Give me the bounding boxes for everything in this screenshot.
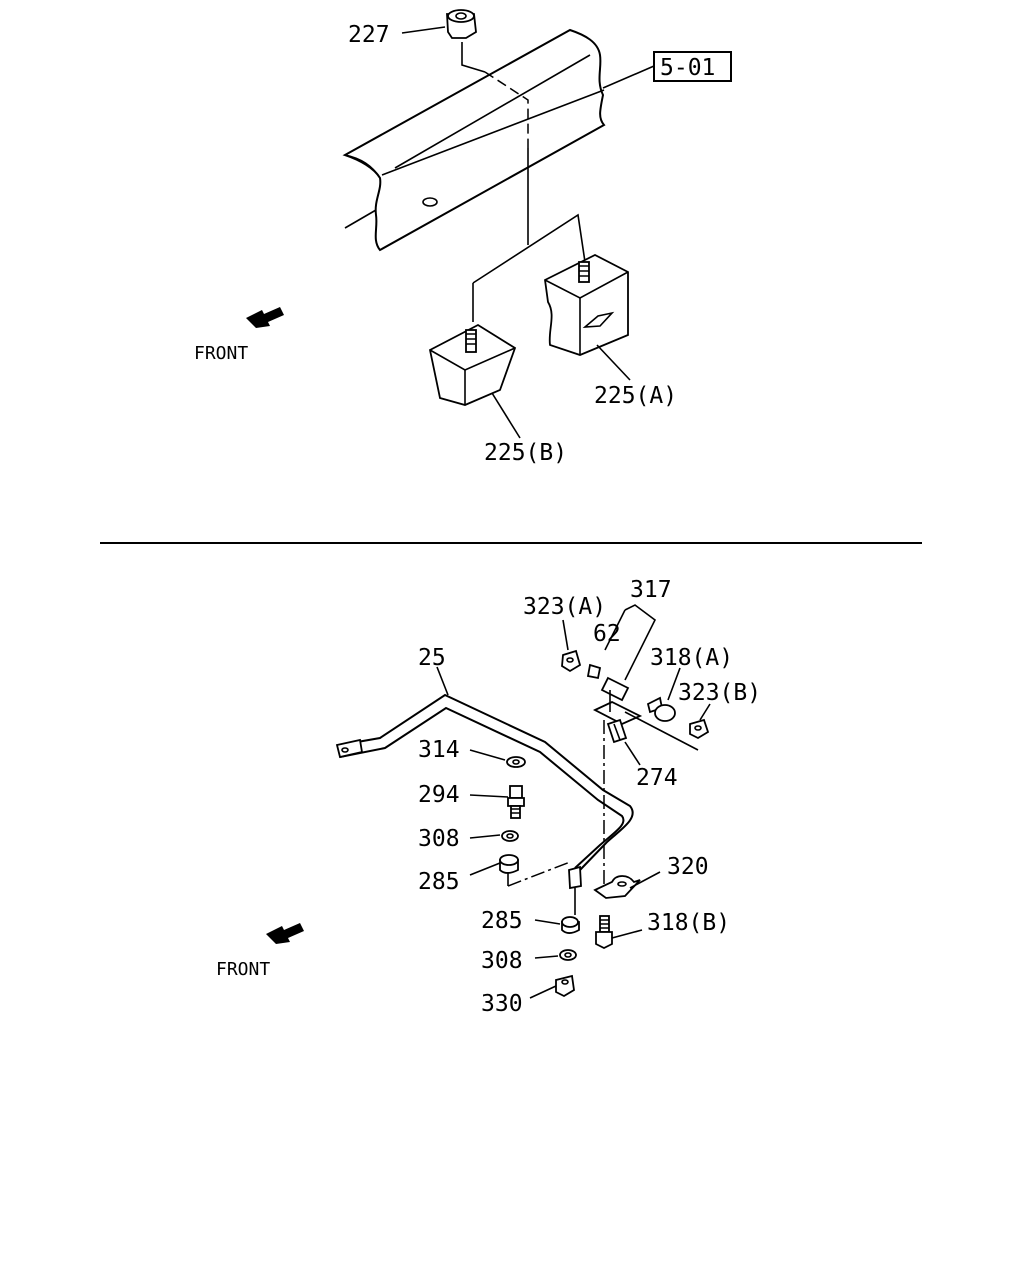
ref-box-5-01 — [653, 51, 732, 82]
leader-5-01 — [602, 65, 655, 89]
bolt-318b — [595, 915, 613, 950]
label-294: 294 — [418, 782, 460, 808]
front-arrow-icon-lower — [266, 923, 304, 944]
label-320: 320 — [667, 854, 709, 880]
leader-225b — [491, 392, 521, 439]
label-274: 274 — [636, 765, 678, 791]
label-25: 25 — [418, 645, 446, 671]
rubber-mount-225a — [544, 253, 629, 356]
nut-323b — [689, 718, 710, 740]
frame-rail — [342, 28, 606, 252]
label-5-01: 5-01 — [660, 55, 715, 81]
leader-317 — [604, 604, 657, 681]
front-label: FRONT — [194, 343, 248, 364]
label-285-lower: 285 — [481, 908, 523, 934]
label-318a: 318(A) — [650, 645, 733, 671]
label-323b: 323(B) — [678, 680, 761, 706]
label-323a: 323(A) — [523, 594, 606, 620]
label-227: 227 — [348, 22, 390, 48]
upper-section: 227 5-01 225(A) — [194, 9, 732, 466]
bolt-294 — [507, 785, 525, 819]
label-317: 317 — [630, 577, 672, 603]
nut-330 — [555, 974, 575, 998]
nut-227 — [446, 9, 477, 39]
nut-323a — [561, 649, 582, 673]
bushing-285-lower — [561, 916, 580, 934]
label-225b: 225(B) — [484, 440, 567, 466]
lower-section: 25 314 294 308 285 — [216, 577, 761, 1017]
label-62: 62 — [593, 621, 621, 647]
label-308-lower: 308 — [481, 948, 523, 974]
label-225a: 225(A) — [594, 383, 677, 409]
leader-227 — [401, 26, 446, 34]
bushing-285-upper — [499, 854, 519, 874]
bolt-318a — [646, 696, 676, 722]
washer-308-upper — [501, 830, 519, 842]
label-330: 330 — [481, 991, 523, 1017]
front-arrow-icon — [246, 307, 284, 328]
label-314: 314 — [418, 737, 460, 763]
link-317 — [586, 663, 643, 725]
clamp-320 — [593, 875, 641, 899]
leader-225a — [596, 344, 631, 381]
rubber-mount-225b — [428, 323, 517, 406]
leader-25 — [436, 666, 449, 696]
label-308-upper: 308 — [418, 826, 460, 852]
front-label-lower: FRONT — [216, 959, 270, 980]
bushing-274 — [606, 718, 628, 744]
washer-308-lower — [559, 949, 577, 961]
label-318b: 318(B) — [647, 910, 730, 936]
washer-314 — [506, 756, 526, 768]
stabilizer-bar-25 — [335, 693, 634, 890]
label-285-upper: 285 — [418, 869, 460, 895]
